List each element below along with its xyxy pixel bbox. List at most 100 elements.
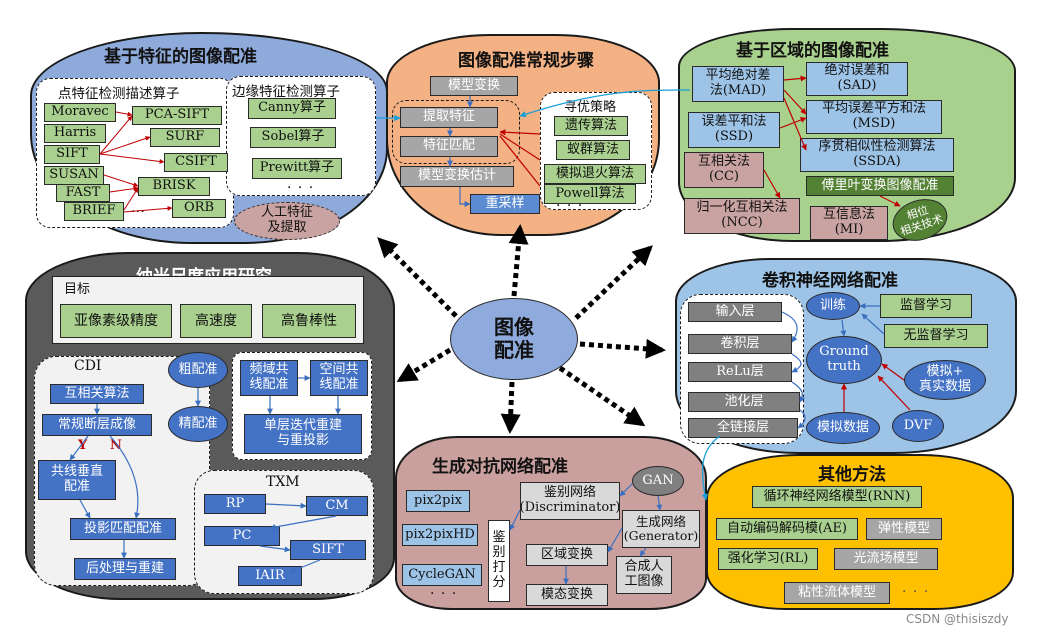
region-mi: 互信息法 (MI): [810, 206, 888, 240]
cdi-no: N: [110, 438, 122, 453]
gan-arrows: [509, 483, 663, 585]
radial-arrows: [377, 224, 666, 434]
gan-pix2pix: pix2pix: [406, 490, 470, 512]
txm-pc: PC: [204, 526, 280, 546]
other-elastic: 弹性模型: [866, 518, 942, 540]
edge-group-title: 边缘特征检测算子: [232, 84, 340, 100]
feature-arrows: [99, 111, 173, 213]
edge-ellipsis: · · ·: [287, 180, 315, 196]
algo-moravec: Moravec: [44, 103, 116, 122]
gan-judge: 鉴 别 打 分: [488, 520, 510, 602]
point-group-title: 点特征检测描述算子: [58, 86, 180, 102]
gan-title: 生成对抗网络配准: [432, 457, 568, 477]
algo-csift: CSIFT: [164, 153, 228, 172]
goal-robust: 高鲁棒性: [262, 304, 356, 338]
txm-rp: RP: [204, 494, 266, 514]
other-ae: 自动编码解码模(AE): [716, 518, 858, 540]
nano-arrows: [69, 375, 341, 573]
region-sad: 绝对误差和 (SAD): [806, 62, 908, 96]
gan-ellipsis: · · ·: [430, 586, 458, 602]
algo-canny: Canny算子: [248, 98, 336, 119]
layer-input: 输入层: [688, 302, 782, 322]
gan-domain: 区域变换: [526, 544, 608, 566]
center-node: 图像 配准: [450, 298, 578, 380]
txm-sift: SIFT: [290, 540, 366, 560]
cnn-sim: 模拟数据: [806, 412, 880, 444]
layer-pool: 池化层: [688, 392, 800, 412]
region-title: 基于区域的图像配准: [736, 41, 889, 61]
other-viscous: 粘性流体模型: [784, 582, 890, 604]
cnn-unsupervised: 无监督学习: [884, 324, 988, 348]
other-rnn: 循环神经网络模型(RNN): [752, 486, 922, 508]
opt-ant: 蚁群算法: [556, 140, 630, 160]
step-resample: 重采样: [470, 194, 540, 214]
watermark: CSDN @thisiszdy: [906, 612, 1009, 626]
cnn-title: 卷积神经网络配准: [762, 271, 898, 291]
region-fourier: 傅里叶变换图像配准: [806, 176, 954, 196]
region-ssd: 误差平和法 (SSD): [688, 112, 780, 148]
feature-title: 基于特征的图像配准: [104, 47, 257, 67]
region-mad: 平均绝对差 法(MAD): [692, 66, 784, 102]
cnn-supervised: 监督学习: [880, 294, 972, 318]
region-cc: 互相关法 (CC): [684, 152, 764, 188]
cdi-collinear: 共线垂直 配准: [38, 460, 116, 500]
cnn-arrows: [781, 303, 885, 429]
algo-harris: Harris: [44, 124, 106, 143]
txm-cm: CM: [306, 496, 368, 516]
step-estimate: 模型变换估计: [400, 166, 514, 187]
fine-reg: 精配准: [168, 406, 228, 442]
algo-prewitt: Prewitt算子: [252, 158, 342, 179]
region-msd: 平均误差平方和法 (MSD): [806, 100, 942, 134]
freq-collinear: 频域共 线配准: [240, 360, 298, 396]
opt-anneal: 模拟退火算法: [544, 164, 646, 184]
cdi-yes: Y: [78, 438, 88, 453]
cdi-title: CDI: [74, 358, 102, 374]
algo-fast: FAST: [56, 184, 110, 202]
opt-ellipsis: · · ·: [556, 198, 584, 214]
algo-pca-sift: PCA-SIFT: [132, 106, 222, 125]
gan-pix2pixhd: pix2pixHD: [402, 524, 478, 546]
algo-brief: BRIEF: [64, 202, 124, 221]
gan-cyclegan: CycleGAN: [402, 564, 482, 586]
region-ncc: 归一化互相关法 (NCC): [684, 198, 800, 234]
manual-feature: 人工特征 及提取: [234, 202, 340, 240]
algo-surf: SURF: [150, 128, 220, 147]
opt-powell: Powell算法: [544, 184, 636, 204]
steps-title: 图像配准常规步骤: [458, 51, 594, 71]
algo-sift: SIFT: [44, 145, 100, 164]
space-collinear: 空间共 线配准: [310, 360, 368, 396]
step-model-transform: 模型变换: [430, 76, 518, 96]
opt-genetic: 遗传算法: [554, 116, 628, 136]
layer-conv: 卷积层: [688, 334, 792, 354]
layer-fc: 全链接层: [688, 418, 798, 438]
algo-sobel: Sobel算子: [250, 127, 336, 148]
gan-discriminator: 鉴别网络 (Discriminator): [520, 482, 620, 520]
other-optflow: 光流场模型: [834, 548, 938, 570]
region-ssda: 序贯相似性检测算法 (SSDA): [800, 138, 954, 172]
gan-node: GAN: [632, 466, 684, 496]
gan-synth: 合成人 工图像: [616, 556, 672, 594]
other-title: 其他方法: [818, 465, 886, 485]
steps-arrows: [447, 96, 473, 207]
layer-relu: ReLu层: [688, 362, 792, 382]
other-rl: 强化学习(RL): [718, 548, 818, 570]
gan-generator: 生成网络 (Generator): [622, 510, 700, 548]
goal-subpixel: 亚像素级精度: [60, 304, 172, 338]
point-ellipsis: …: [131, 200, 146, 216]
gan-modal: 模态变换: [526, 584, 608, 606]
other-ellipsis: · · ·: [902, 584, 930, 600]
cnn-ground-truth: Ground truth: [806, 336, 882, 384]
cnn-red-arrows: [841, 363, 911, 412]
cnn-dvf: DVF: [892, 410, 944, 442]
goal-title: 目标: [64, 282, 91, 297]
cnn-sim-real: 模拟+ 真实数据: [904, 360, 986, 400]
algo-brisk: BRISK: [138, 177, 210, 196]
cdi-tomo: 常规断层成像: [42, 414, 152, 436]
goal-speed: 高速度: [180, 304, 252, 338]
cdi-projection: 投影匹配配准: [70, 518, 176, 540]
algo-orb: ORB: [172, 199, 226, 218]
region-arrows: [763, 75, 901, 207]
txm-iair: IAIR: [238, 566, 302, 586]
single-layer: 单层迭代重建 与重投影: [244, 414, 362, 454]
